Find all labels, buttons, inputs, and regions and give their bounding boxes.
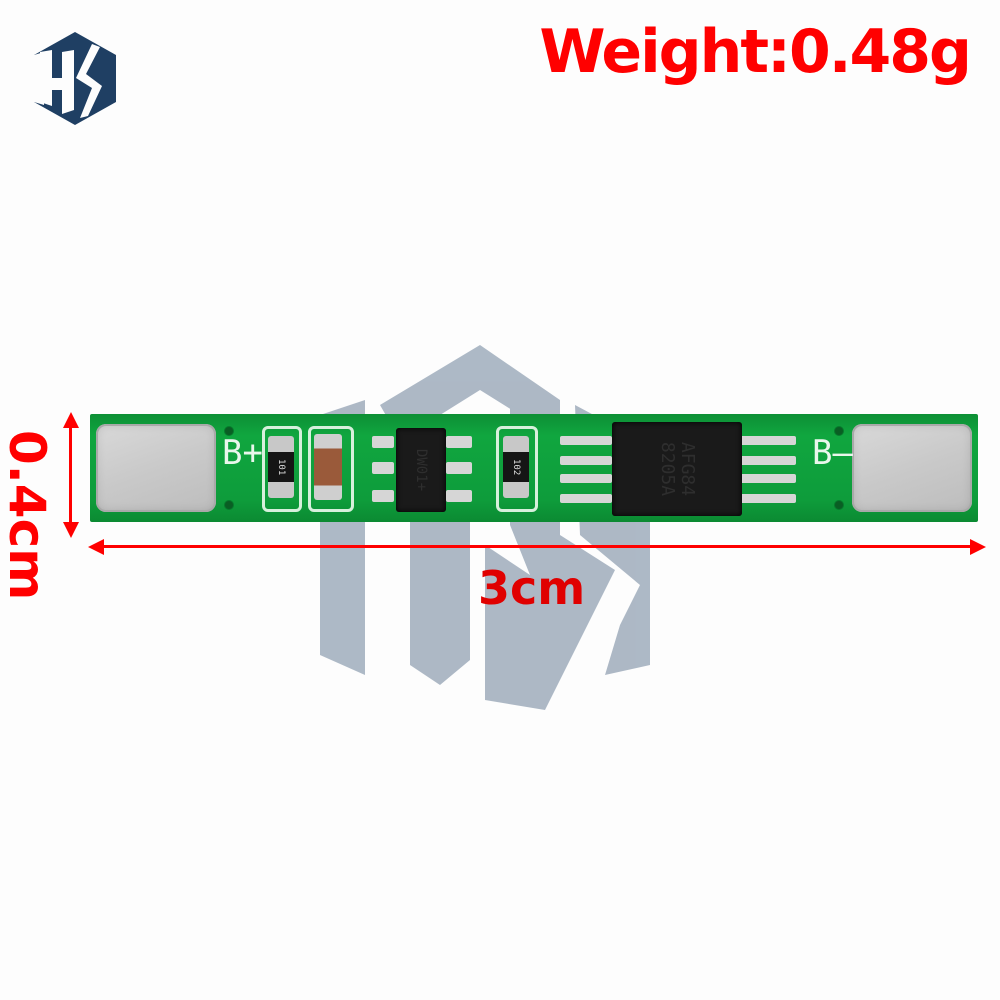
hs-brand-logo-icon bbox=[34, 32, 116, 125]
length-dimension-line bbox=[100, 545, 970, 548]
via bbox=[834, 426, 844, 436]
arrow-left-icon bbox=[88, 539, 104, 555]
pcb-board: B+ B– 101 DW01+ 102 AFG84 8205A bbox=[90, 414, 978, 522]
b-plus-silkscreen: B+ bbox=[222, 433, 263, 473]
capacitor-c1 bbox=[314, 434, 342, 500]
via bbox=[224, 426, 234, 436]
length-dimension-label: 3cm bbox=[478, 561, 586, 615]
resistor-r1: 101 bbox=[268, 436, 294, 498]
r2-outline bbox=[496, 426, 538, 512]
hs-watermark-logo-icon bbox=[320, 345, 650, 710]
b-plus-solder-pad bbox=[96, 424, 216, 512]
height-dimension-label: 0.4cm bbox=[0, 430, 56, 601]
via bbox=[834, 500, 844, 510]
c1-outline bbox=[308, 426, 354, 512]
height-dimension-line bbox=[69, 425, 72, 525]
r1-outline bbox=[262, 426, 302, 512]
mosfet-8205a: AFG84 8205A bbox=[612, 422, 742, 516]
weight-label: Weight:0.48g bbox=[539, 17, 972, 87]
resistor-r2: 102 bbox=[503, 436, 529, 498]
b-minus-solder-pad bbox=[852, 424, 972, 512]
b-minus-silkscreen: B– bbox=[812, 433, 853, 473]
via bbox=[224, 500, 234, 510]
arrow-down-icon bbox=[63, 522, 79, 538]
arrow-up-icon bbox=[63, 412, 79, 428]
arrow-right-icon bbox=[970, 539, 986, 555]
protection-ic-dw01: DW01+ bbox=[396, 428, 446, 512]
